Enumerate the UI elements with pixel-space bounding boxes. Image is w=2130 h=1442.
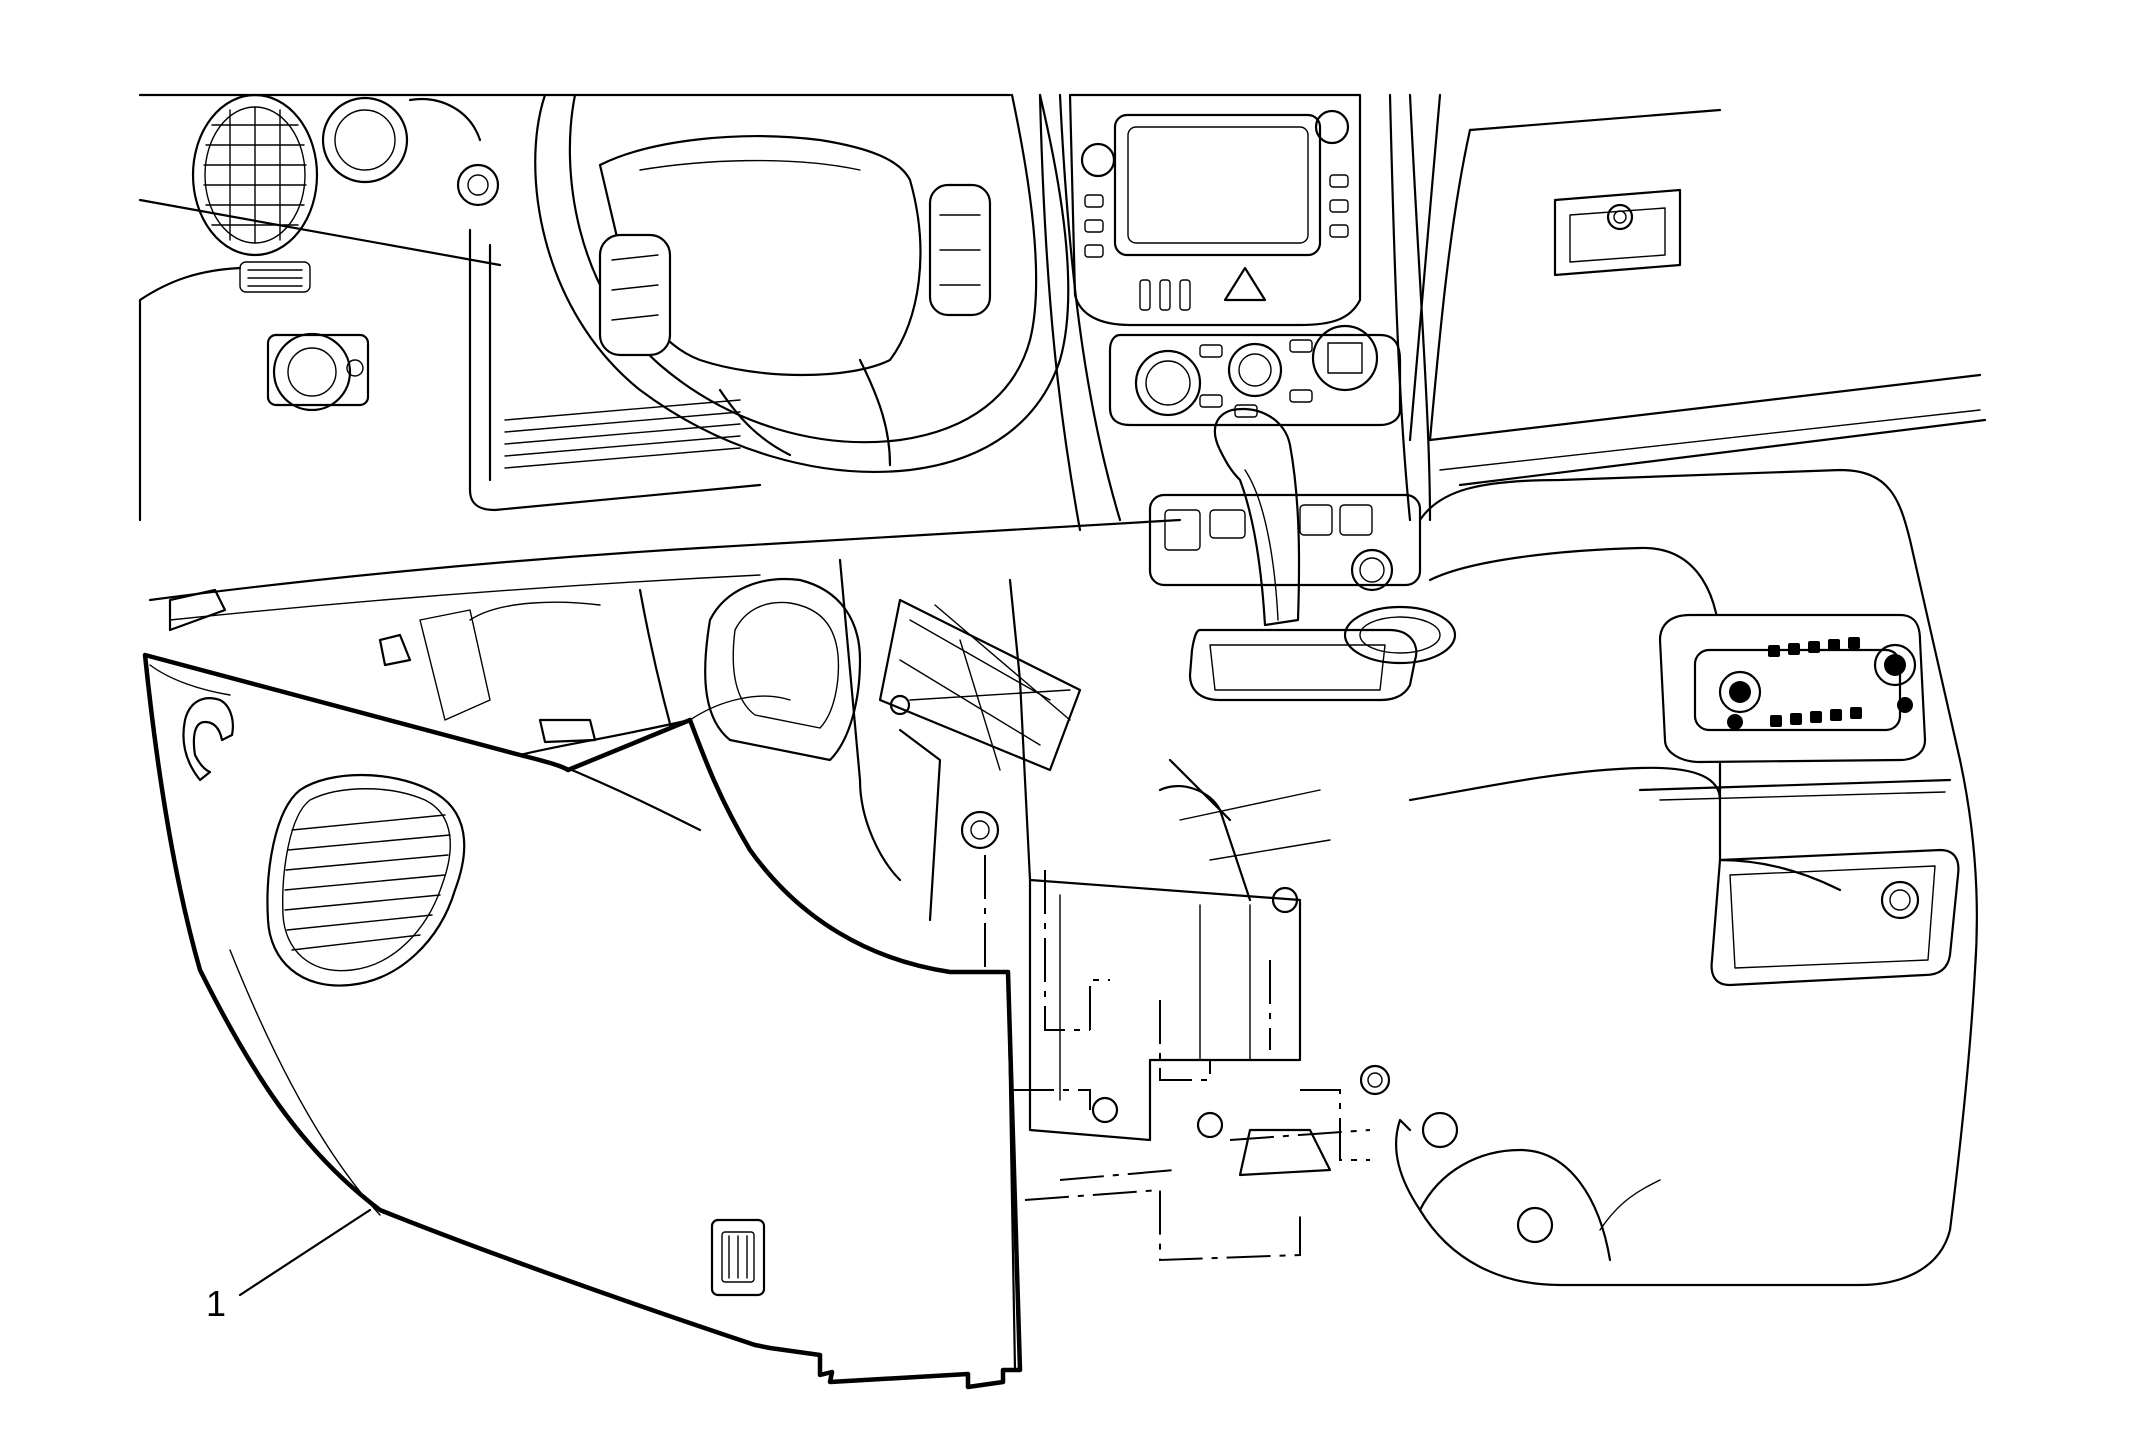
rear-hvac-control-panel <box>1658 613 1927 764</box>
steering-wheel <box>534 93 1070 473</box>
radio-display-unit <box>1068 93 1362 327</box>
steering-column-lower-support <box>638 558 1082 922</box>
left-kick-panel-area <box>168 588 601 744</box>
knee-bolster-trim-panel <box>142 652 1023 1390</box>
rear-auxiliary-outlet <box>1710 848 1960 987</box>
glovebox-handle <box>1553 188 1682 277</box>
floor-console <box>1395 468 1978 1287</box>
knee-bolster-clip-tab <box>182 697 234 782</box>
knee-bolster-air-vent <box>266 773 466 987</box>
gear-shift-lever <box>1188 407 1457 702</box>
instrument-cluster <box>321 96 500 207</box>
instrument-panel-upper <box>138 93 1987 621</box>
center-stack <box>1038 93 1432 587</box>
callout-leader-line <box>238 1208 372 1297</box>
headlamp-switch <box>266 332 370 412</box>
callout-label-1: 1 <box>206 1283 227 1324</box>
left-air-vent <box>191 93 319 293</box>
steering-column-opening <box>468 228 762 512</box>
installation-guide-lines <box>984 855 1371 1262</box>
knee-bolster-connector-opening <box>710 1218 766 1297</box>
floor-bracket-assembly <box>1028 758 1391 1177</box>
